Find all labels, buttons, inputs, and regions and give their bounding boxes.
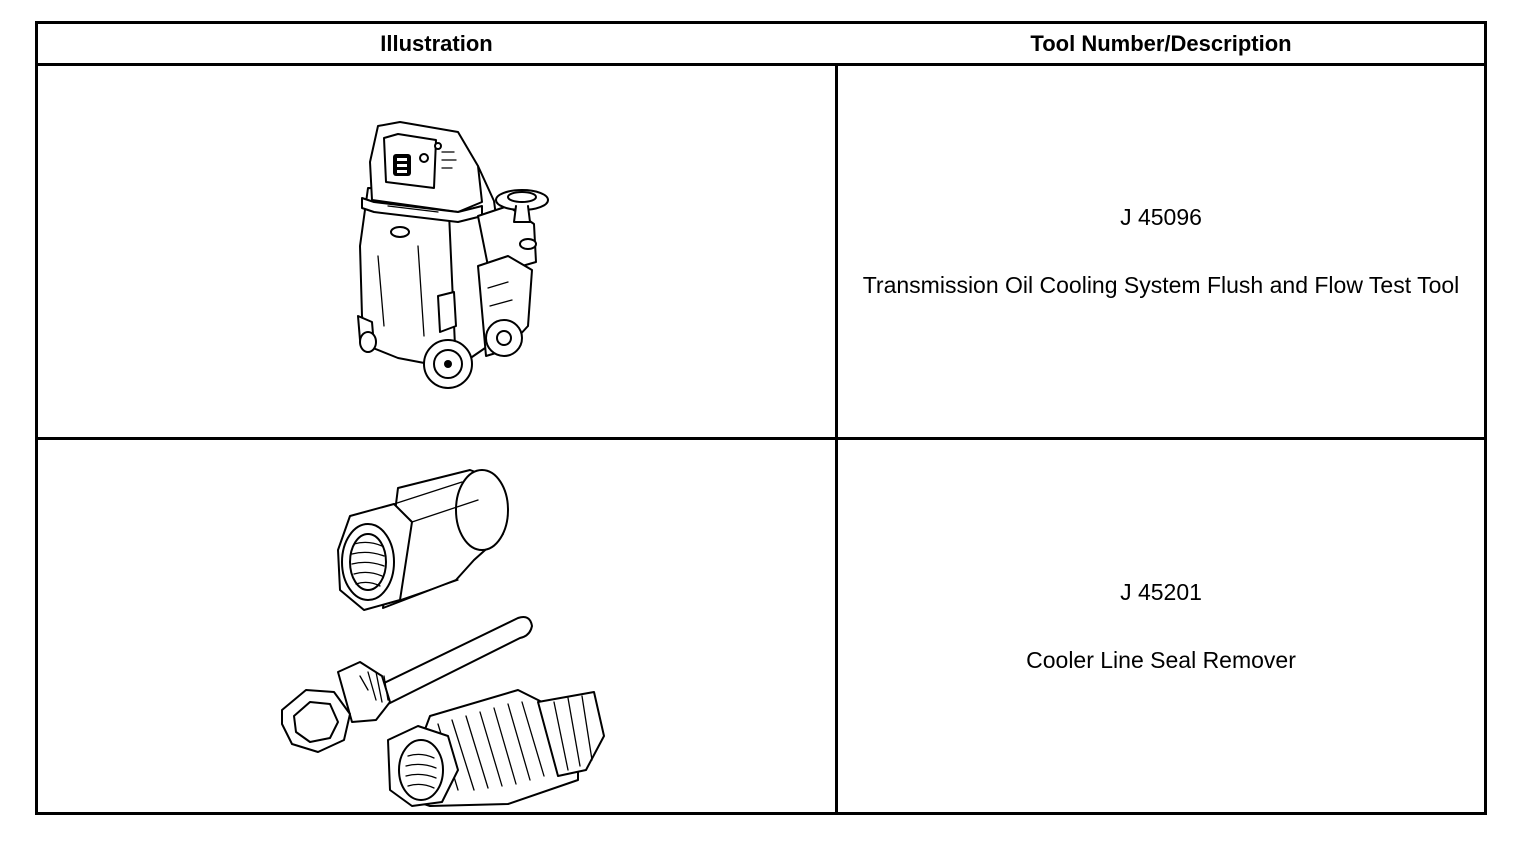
tool-description-cell: J 45201 Cooler Line Seal Remover (838, 440, 1484, 812)
table-row: J 45096 Transmission Oil Cooling System … (38, 66, 1484, 440)
flush-flow-test-cart-icon (357, 121, 549, 389)
column-divider (835, 440, 838, 812)
table-row: J 45201 Cooler Line Seal Remover (38, 440, 1484, 812)
header-illustration: Illustration (380, 30, 493, 56)
illustration-cell (38, 66, 835, 437)
illustration-cell (38, 440, 835, 812)
tool-description: Transmission Oil Cooling System Flush an… (862, 272, 1460, 298)
special-tools-table: Illustration Tool Number/Description (35, 21, 1487, 815)
seal-remover-kit-icon (281, 469, 605, 807)
tool-description-cell: J 45096 Transmission Oil Cooling System … (838, 66, 1484, 437)
tool-number: J 45096 (1120, 204, 1202, 230)
table-header-row: Illustration Tool Number/Description (38, 24, 1484, 66)
column-divider (835, 66, 838, 437)
tool-description: Cooler Line Seal Remover (1026, 646, 1296, 673)
tool-number: J 45201 (1120, 578, 1202, 605)
header-tool-number-description: Tool Number/Description (1030, 30, 1292, 56)
